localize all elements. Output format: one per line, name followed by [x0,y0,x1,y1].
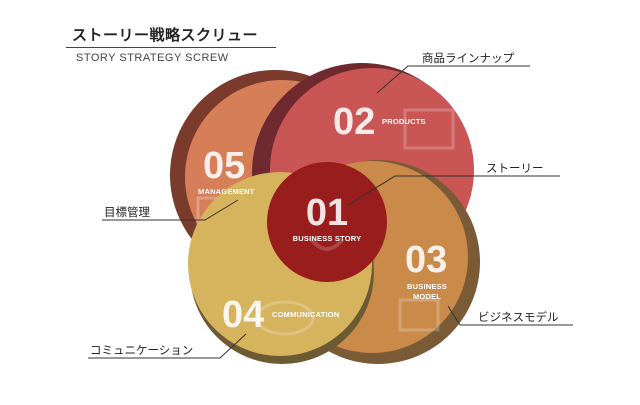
leader-line-05 [102,199,239,221]
diagram-title: ストーリー戦略スクリュー [72,26,259,44]
segment-02-number: 02 [333,101,375,143]
diagram-subtitle: STORY STRATEGY SCREW [76,52,229,64]
leader-line-04 [88,333,247,359]
segment-04-number: 04 [222,294,264,336]
speech-bubble-icon [255,300,315,336]
segment-04-caption: COMMUNICATION [272,310,339,319]
segment-01-shape [267,162,387,282]
business-model-icon [398,298,440,332]
segment-04-label: コミュニケーション [90,343,193,357]
segment-03-label: ビジネスモデル [478,310,559,324]
segment-01-number: 01 [306,192,348,234]
segment-05-number: 05 [203,145,245,187]
segment-01-business-story [267,162,387,282]
segment-01-caption: BUSINESS STORY [293,234,362,243]
segment-01-label: ストーリー [486,161,544,175]
segment-02-label: 商品ラインナップ [422,51,514,65]
product-box-icon [403,108,455,150]
segment-05-label: 目標管理 [104,205,150,219]
segment-03-caption-line2: MODEL [413,292,441,301]
segment-02-caption: PRODUCTS [382,117,426,126]
leader-line-03 [447,305,573,326]
segment-03-caption-line1: BUSINESS [407,282,447,291]
title-divider [66,47,276,48]
leader-line-01 [347,175,560,206]
segment-05-caption: MANAGEMENT [198,187,255,196]
story-icon [310,238,344,251]
segment-03-number: 03 [405,239,447,281]
diagram-title-block: ストーリー戦略スクリュー STORY STRATEGY SCREW [66,25,276,64]
leader-line-02 [376,65,530,94]
